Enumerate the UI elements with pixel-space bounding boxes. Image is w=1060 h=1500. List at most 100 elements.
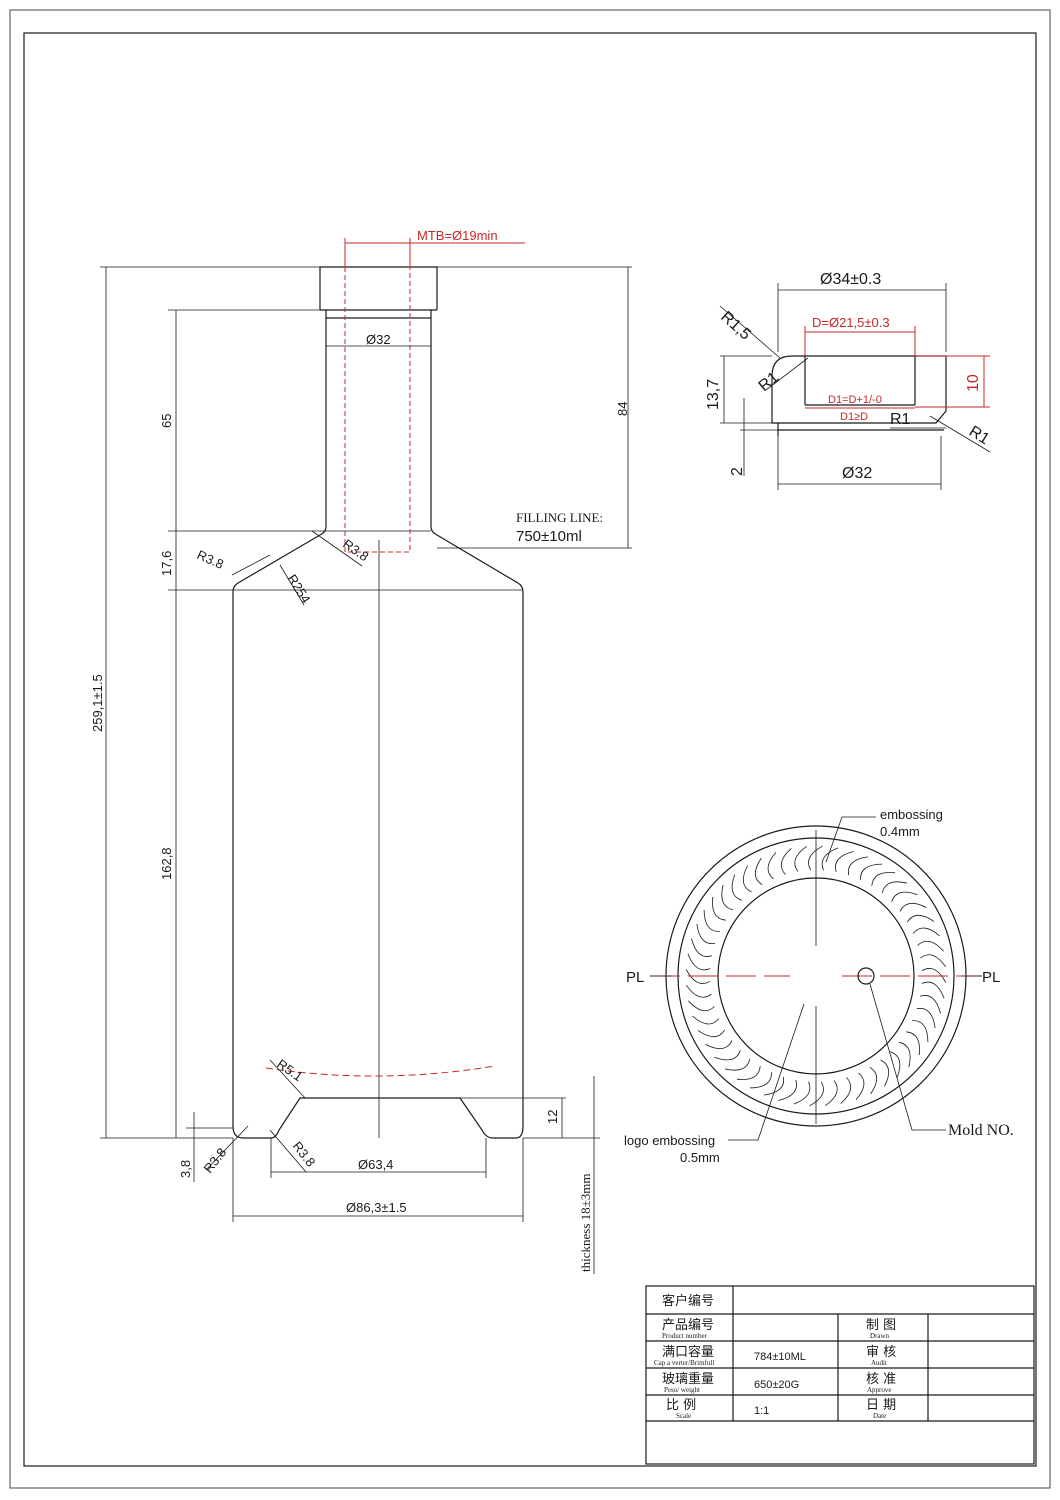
mold-leader xyxy=(869,983,946,1131)
logo-embossing-depth: 0.5mm xyxy=(680,1150,720,1165)
embossing-mark xyxy=(685,969,711,984)
embossing-ring xyxy=(685,845,947,1107)
finish-height-label: 84 xyxy=(615,402,630,416)
inner-diameter-label: D=Ø21,5±0.3 xyxy=(812,315,890,330)
audit-label: 审 核 xyxy=(866,1345,896,1360)
approve-label: 核 准 xyxy=(866,1372,896,1387)
embossing-mark xyxy=(899,902,927,912)
embossing-mark xyxy=(763,1076,785,1096)
embossing-mark xyxy=(891,891,918,902)
h2-label: 2 xyxy=(729,467,746,476)
mtb-label: MTB=Ø19min xyxy=(417,228,498,243)
r15-label: R1,5 xyxy=(717,308,754,343)
embossing-mark xyxy=(808,845,823,871)
embossing-mark xyxy=(809,1081,824,1107)
finish-inner xyxy=(804,356,916,406)
embossing-mark xyxy=(906,914,935,923)
punt-radius-label: R5.1 xyxy=(274,1056,305,1084)
d1-ge-label: D1≥D xyxy=(840,411,868,423)
embossing-mark xyxy=(855,1072,865,1100)
embossing-mark xyxy=(696,923,716,945)
embossing-mark xyxy=(721,884,734,911)
embossing-mark xyxy=(688,1000,715,1012)
embossing-mark xyxy=(687,953,711,971)
bottle-outline xyxy=(232,266,524,1139)
body-height-label: 162,8 xyxy=(159,847,174,880)
pl-right-label: PL xyxy=(982,969,1000,986)
embossing-mark xyxy=(921,968,947,983)
embossing-mark xyxy=(871,872,896,886)
drawn-label: 制 图 xyxy=(866,1318,896,1333)
approve-en: Approve xyxy=(867,1386,892,1394)
embossing-mark xyxy=(685,984,712,998)
h137-label: 13,7 xyxy=(705,379,722,410)
embossing-mark xyxy=(919,995,941,1014)
embossing-mark xyxy=(742,865,752,893)
audit-en: Audit xyxy=(871,1359,887,1367)
shoulder-height-label: 17,6 xyxy=(159,551,174,576)
embossing-mark xyxy=(724,1058,751,1071)
embossing-mark xyxy=(736,1066,761,1080)
embossing-mark xyxy=(754,857,763,886)
embossing-depth: 0.4mm xyxy=(880,824,920,839)
embossing-label: embossing xyxy=(880,807,943,822)
embossing-leader xyxy=(825,816,876,863)
embossing-mark xyxy=(890,1051,901,1078)
inner-frame xyxy=(23,32,1037,1467)
embossing-mark xyxy=(821,847,839,871)
neck-height-label: 65 xyxy=(159,414,174,428)
embossing-mark xyxy=(847,856,869,876)
embossing-mark xyxy=(912,927,940,937)
embossing-mark xyxy=(749,1072,772,1089)
date-label: 日 期 xyxy=(866,1398,896,1413)
r1-a-label: R1 xyxy=(756,369,783,395)
base-radius-inner-label: R3.8 xyxy=(290,1139,319,1170)
mtb-dashed xyxy=(344,267,411,553)
r1-c-label: R1 xyxy=(966,423,992,448)
weight-value: 650±20G xyxy=(754,1379,799,1391)
pl-left-label: PL xyxy=(626,969,644,986)
embossing-mark xyxy=(731,874,742,901)
scale-label: 比 例 xyxy=(666,1398,696,1413)
filling-line-value: 750±10ml xyxy=(516,528,582,545)
finish-outline xyxy=(771,355,947,424)
embossing-mark xyxy=(880,1059,890,1087)
embossing-mark xyxy=(705,1040,733,1050)
filling-line-label: FILLING LINE: xyxy=(516,510,603,525)
embossing-mark xyxy=(835,851,854,873)
punt-height-label: 12 xyxy=(545,1110,560,1124)
logo-leader xyxy=(728,1003,805,1141)
mold-no-label: Mold NO. xyxy=(948,1122,1014,1139)
h10-label: 10 xyxy=(965,374,982,392)
shoulder-r254-label: R254 xyxy=(284,572,313,606)
embossing-mark xyxy=(703,909,720,932)
weight-en: Peso/ weight xyxy=(664,1386,700,1394)
drawn-en: Drawn xyxy=(870,1332,890,1340)
base-height-label: 3,8 xyxy=(178,1160,193,1178)
bottle-side-view: MTB=Ø19min Ø32 259,1±1.5 65 17,6 162,8 8… xyxy=(90,228,632,1274)
embossing-mark xyxy=(869,1066,878,1095)
neck-diameter-label: Ø32 xyxy=(366,332,391,347)
outer-frame xyxy=(9,9,1051,1489)
embossing-mark xyxy=(691,938,713,957)
embossing-mark xyxy=(712,896,726,921)
title-block: 客户编号 产品编号 Product number 满口容量 Cap a vert… xyxy=(645,1285,1035,1465)
capacity-en: Cap a verter/Brimfull xyxy=(654,1359,714,1367)
r1-b-label: R1 xyxy=(890,411,911,428)
embossing-mark xyxy=(917,940,944,952)
body-diameter-label: Ø86,3±1.5 xyxy=(346,1200,407,1215)
capacity-label: 满口容量 xyxy=(662,1344,714,1360)
logo-embossing-label: logo embossing xyxy=(624,1133,715,1148)
total-height-label: 259,1±1.5 xyxy=(90,674,105,732)
scale-en: Scale xyxy=(676,1412,691,1420)
mold-mark xyxy=(857,967,875,985)
embossing-mark xyxy=(794,845,808,872)
embossing-mark xyxy=(898,1041,911,1068)
shoulder-radius-label: R3.8 xyxy=(195,547,226,572)
embossing-mark xyxy=(860,863,883,880)
embossing-mark xyxy=(906,1031,920,1056)
base-view: PL PL embossing 0.4mm logo embossing 0.5… xyxy=(624,807,1014,1165)
customer-no-label: 客户编号 xyxy=(662,1293,714,1309)
date-en: Date xyxy=(873,1412,886,1420)
